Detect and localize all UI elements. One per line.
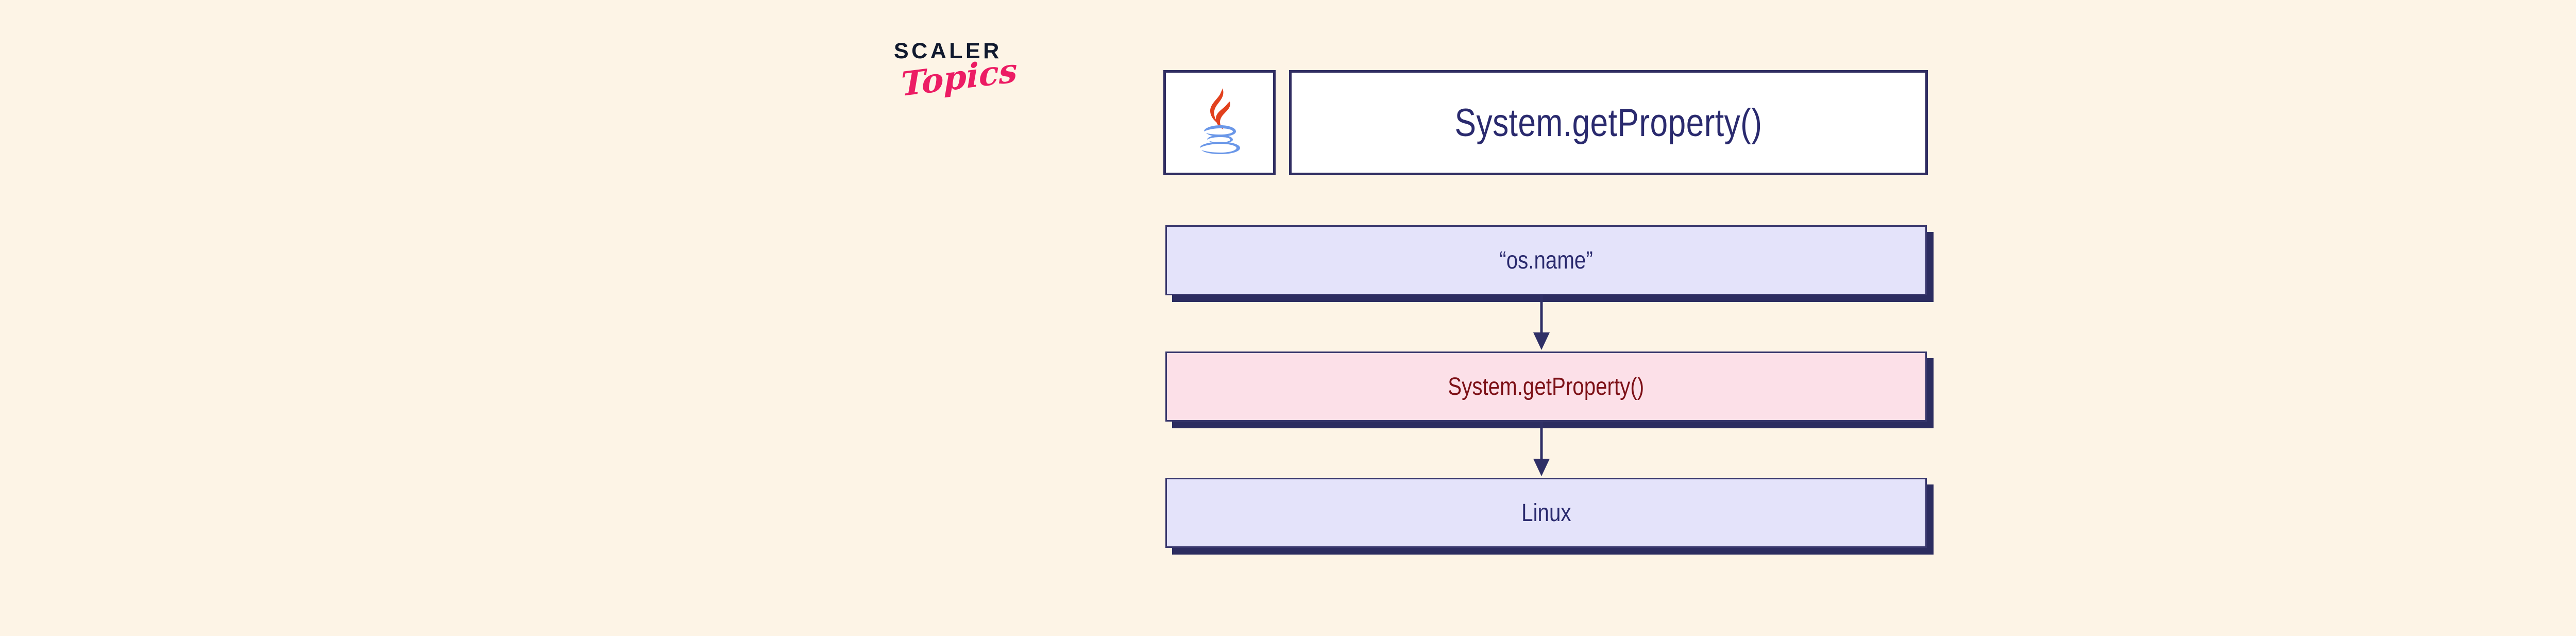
flow-step-os-name-label: “os.name”	[1499, 246, 1593, 274]
flow-arrow-1	[1161, 295, 1922, 352]
flow-arrow-2	[1161, 422, 1922, 478]
flow-step-result: Linux	[1165, 478, 1927, 548]
java-logo-icon	[1189, 84, 1250, 161]
flow-step-get-property-label: System.getProperty()	[1448, 373, 1645, 400]
header-row: System.getProperty()	[1163, 70, 1928, 175]
page-title: System.getProperty()	[1454, 101, 1762, 145]
flow-step-get-property: System.getProperty()	[1165, 352, 1927, 422]
java-icon-box	[1163, 70, 1276, 175]
brand-logo: SCALER Topics	[894, 40, 1048, 128]
flow-step-os-name: “os.name”	[1165, 225, 1927, 295]
flow-step-result-label: Linux	[1521, 499, 1571, 527]
brand-logo-scaler-text: SCALER	[894, 39, 1002, 63]
header-title-box: System.getProperty()	[1289, 70, 1928, 175]
flow-diagram: “os.name” System.getProperty() Linux	[1165, 225, 1927, 548]
